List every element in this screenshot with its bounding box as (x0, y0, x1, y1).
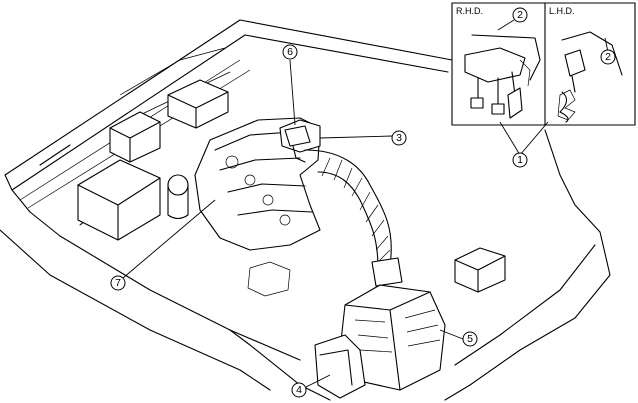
intake-hose (304, 149, 403, 287)
callout-2-lhd-number: 2 (605, 51, 611, 63)
callout-7: 7 (110, 275, 126, 291)
callout-3-number: 3 (396, 132, 402, 144)
lhd-pedal-assembly (557, 31, 623, 123)
callout-4: 4 (291, 382, 307, 398)
rhd-label: R.H.D. (456, 6, 483, 16)
lhd-label: L.H.D. (549, 6, 575, 16)
engine-block (194, 117, 321, 251)
callout-1: 1 (512, 152, 528, 168)
callout-5-number: 5 (467, 333, 473, 345)
callout-4-number: 4 (296, 384, 302, 396)
callout-5: 5 (462, 331, 478, 347)
sensor-connector (284, 125, 311, 163)
callout-2-lhd: 2 (600, 49, 616, 65)
vehicle-body-outline (0, 19, 611, 401)
callout-1-number: 1 (517, 154, 523, 166)
inset-panels: R.H.D. L.H.D. (451, 2, 636, 126)
right-fender-components (247, 247, 506, 297)
rhd-pedal-assembly (464, 34, 541, 119)
callout-2-rhd-number: 2 (517, 9, 523, 21)
air-duct-resonator (314, 334, 366, 399)
callout-7-number: 7 (115, 277, 121, 289)
callout-3: 3 (391, 130, 407, 146)
callout-2-rhd: 2 (512, 7, 528, 23)
callout-6: 6 (282, 44, 298, 60)
battery-area (77, 79, 229, 241)
callout-6-number: 6 (287, 46, 293, 58)
